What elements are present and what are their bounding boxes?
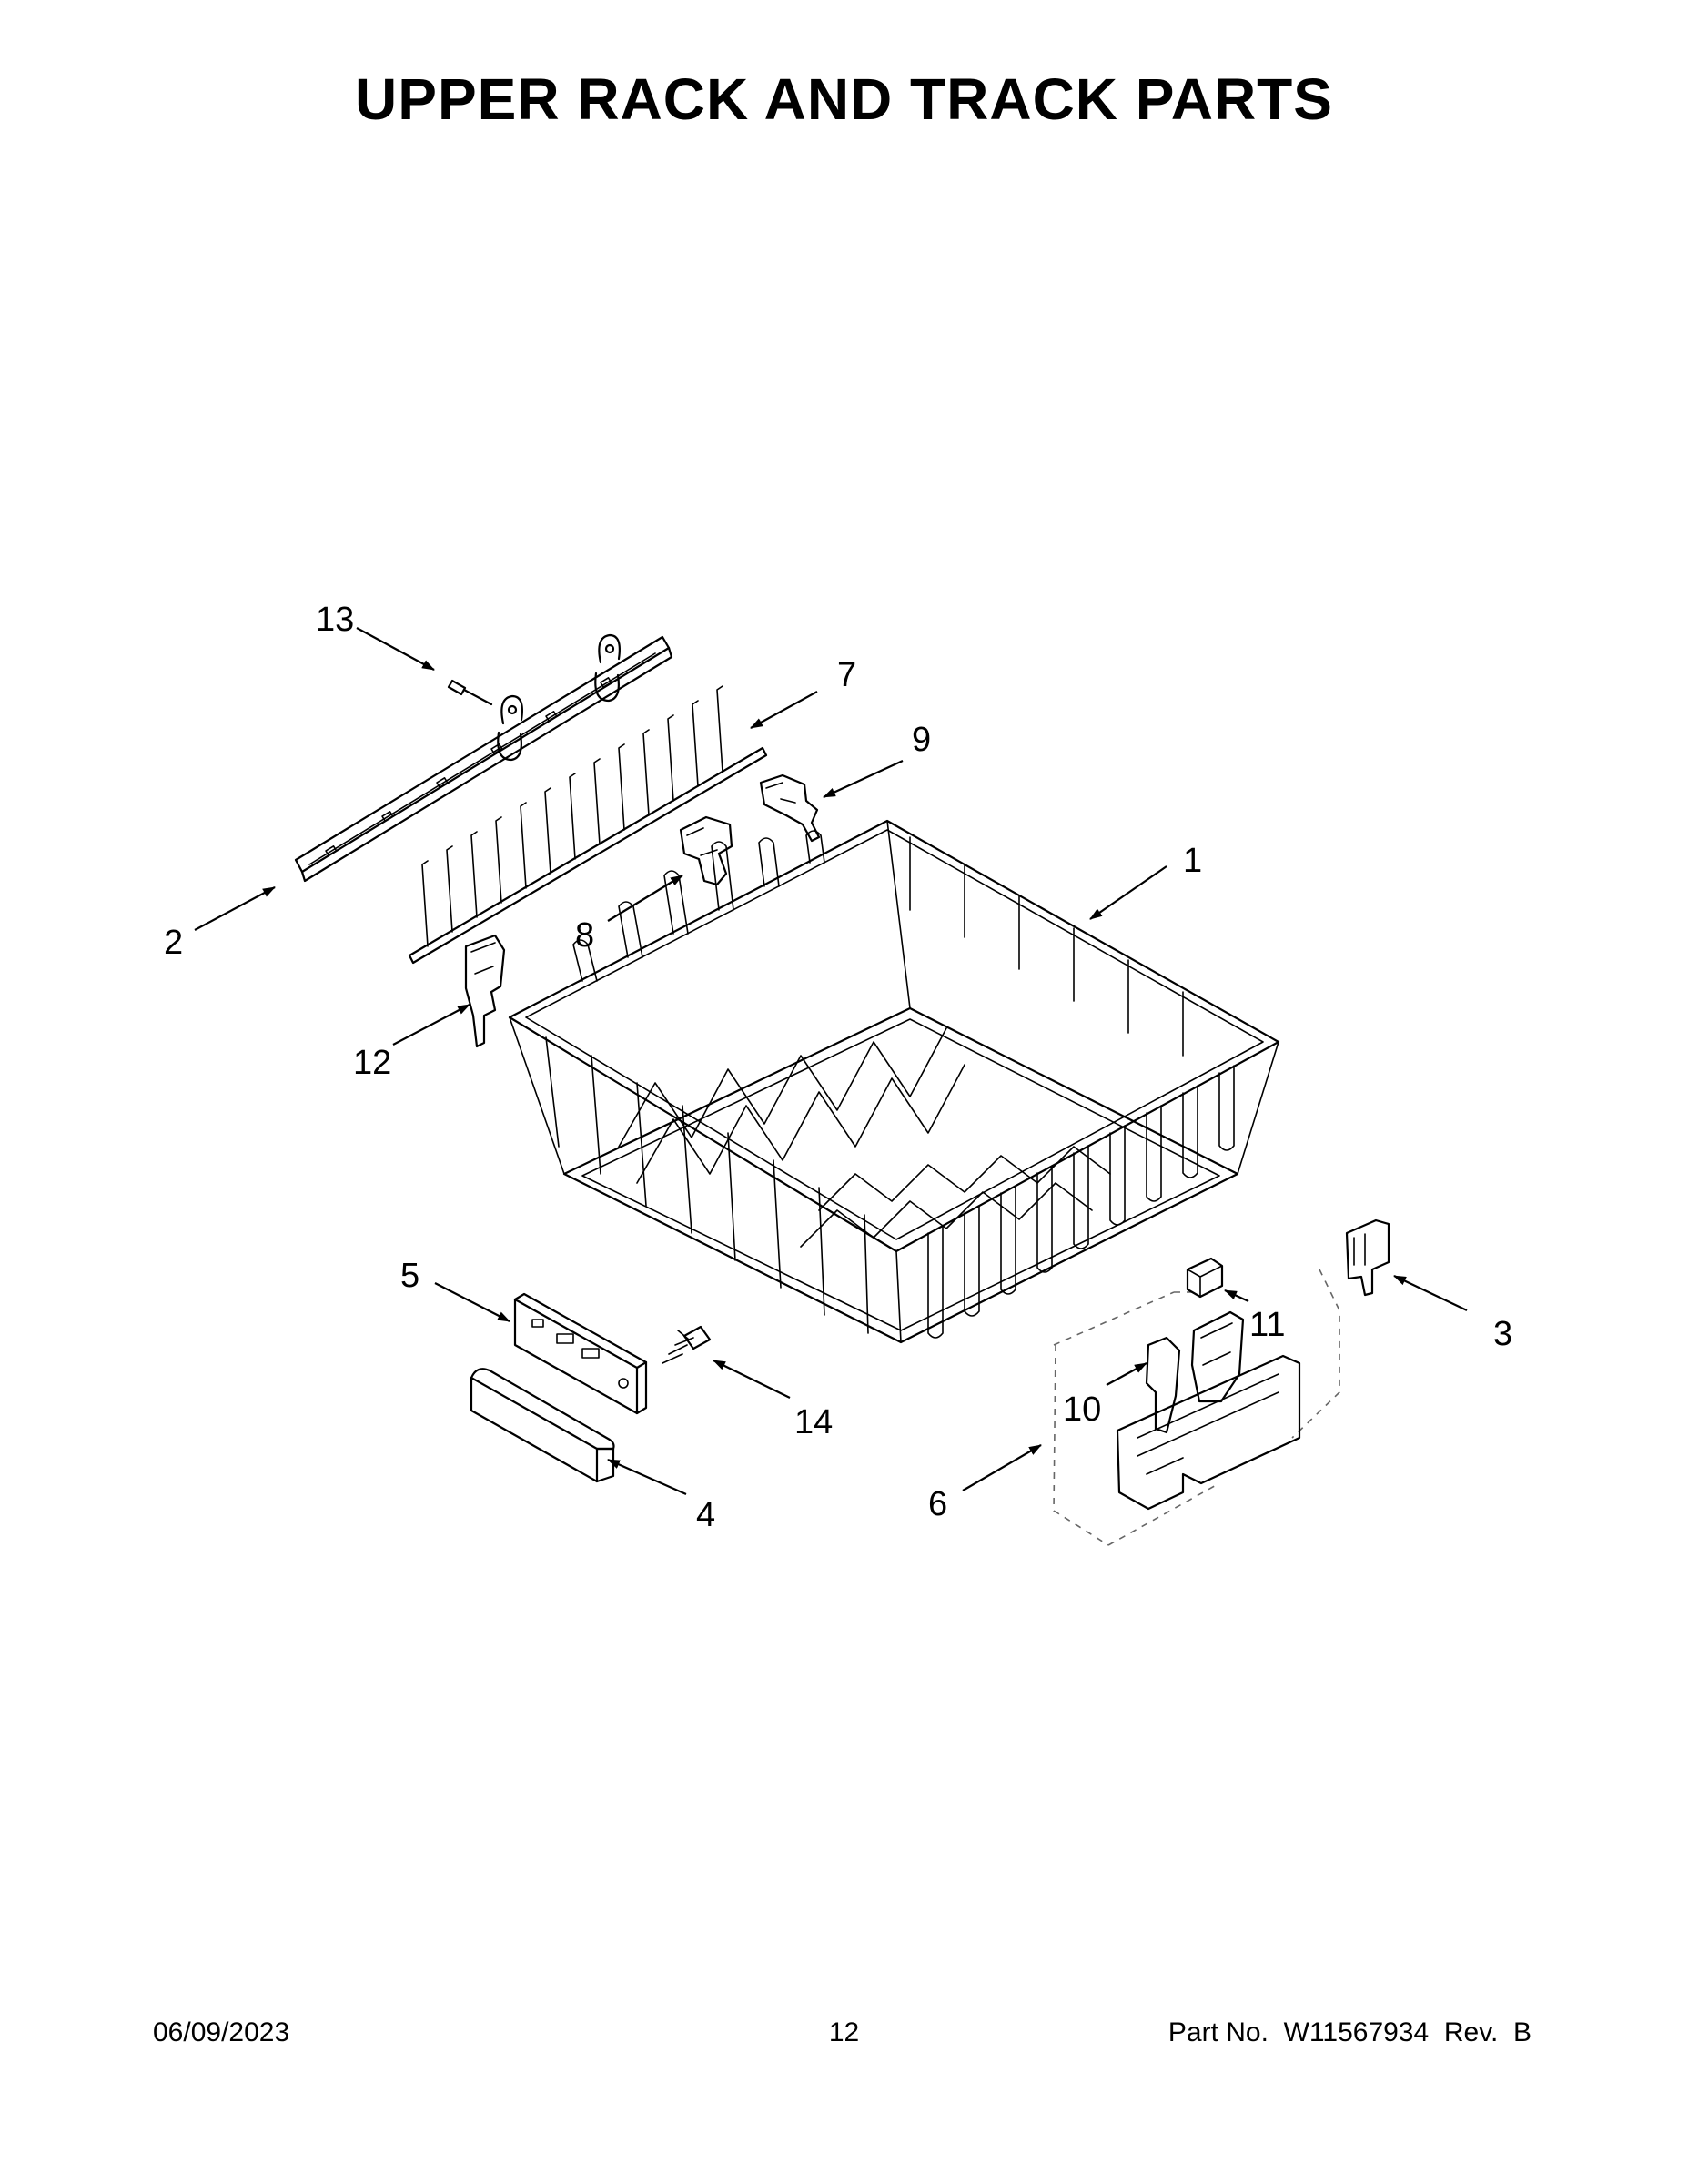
tine-row-part	[408, 685, 768, 965]
leader-3	[1393, 1275, 1468, 1311]
adjuster-assembly-part-6	[1053, 1257, 1340, 1546]
footer-part-number: Part No. W11567934 Rev. B	[1167, 2017, 1531, 2048]
callout-10: 10	[1063, 1390, 1101, 1429]
callout-13: 13	[316, 601, 354, 639]
leader-arrows	[194, 627, 1468, 1496]
leader-1	[1089, 865, 1167, 920]
callout-1: 1	[1183, 842, 1202, 880]
leader-10	[1106, 1362, 1147, 1386]
leader-6	[962, 1444, 1042, 1491]
callout-3: 3	[1493, 1315, 1512, 1353]
callout-9: 9	[912, 721, 931, 759]
callout-labels: 13 7 9 1 2 8 12 5 14 4 3 11 10 6	[164, 601, 1512, 1534]
clip-part-12	[464, 934, 506, 1048]
handle-cover-part-4	[470, 1368, 615, 1483]
leader-5	[434, 1282, 510, 1322]
leader-7	[750, 691, 818, 729]
clip-part-3	[1345, 1218, 1390, 1297]
callout-7: 7	[837, 656, 856, 694]
callout-11: 11	[1249, 1306, 1285, 1344]
leader-9	[823, 760, 904, 798]
screw-part-14	[662, 1325, 712, 1364]
callout-14: 14	[794, 1403, 833, 1441]
footer-page-number: 12	[828, 2017, 860, 2048]
leader-8	[607, 875, 683, 922]
leader-12	[392, 1004, 470, 1046]
leader-11	[1224, 1289, 1249, 1302]
callout-5: 5	[400, 1257, 419, 1295]
page-title: UPPER RACK AND TRACK PARTS	[355, 66, 1333, 132]
callout-8: 8	[575, 916, 594, 955]
leader-2	[194, 886, 276, 931]
leader-14	[713, 1360, 791, 1399]
track-rail-part	[294, 633, 673, 883]
clip-part-9	[759, 774, 821, 843]
callout-2: 2	[164, 924, 183, 962]
callout-4: 4	[696, 1496, 715, 1534]
leader-13	[356, 627, 435, 671]
callout-12: 12	[353, 1044, 391, 1082]
clip-part-8	[679, 815, 733, 886]
footer-date: 06/09/2023	[153, 2017, 290, 2048]
callout-6: 6	[928, 1485, 947, 1523]
handle-base-part-5	[513, 1292, 648, 1415]
leader-4	[607, 1458, 687, 1496]
upper-rack-basket-part	[508, 819, 1280, 1344]
